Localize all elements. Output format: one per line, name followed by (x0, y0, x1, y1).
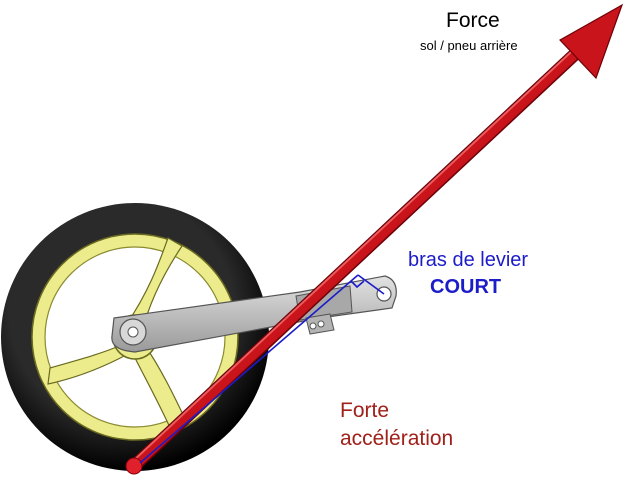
acceleration-label-line2: accélération (340, 427, 454, 450)
force-title: Force (446, 9, 500, 32)
lever-arm-label: bras de levier (408, 249, 529, 271)
force-arrow (125, 3, 624, 475)
acceleration-label-line1: Forte (340, 399, 390, 422)
contact-point (125, 457, 143, 475)
lever-arm-construction (139, 274, 385, 464)
force-subtitle: sol / pneu arrière (420, 38, 518, 53)
wheel-spokes (47, 237, 189, 433)
arrow-head (559, 3, 624, 80)
lever-arm-size-label: COURT (430, 276, 502, 298)
